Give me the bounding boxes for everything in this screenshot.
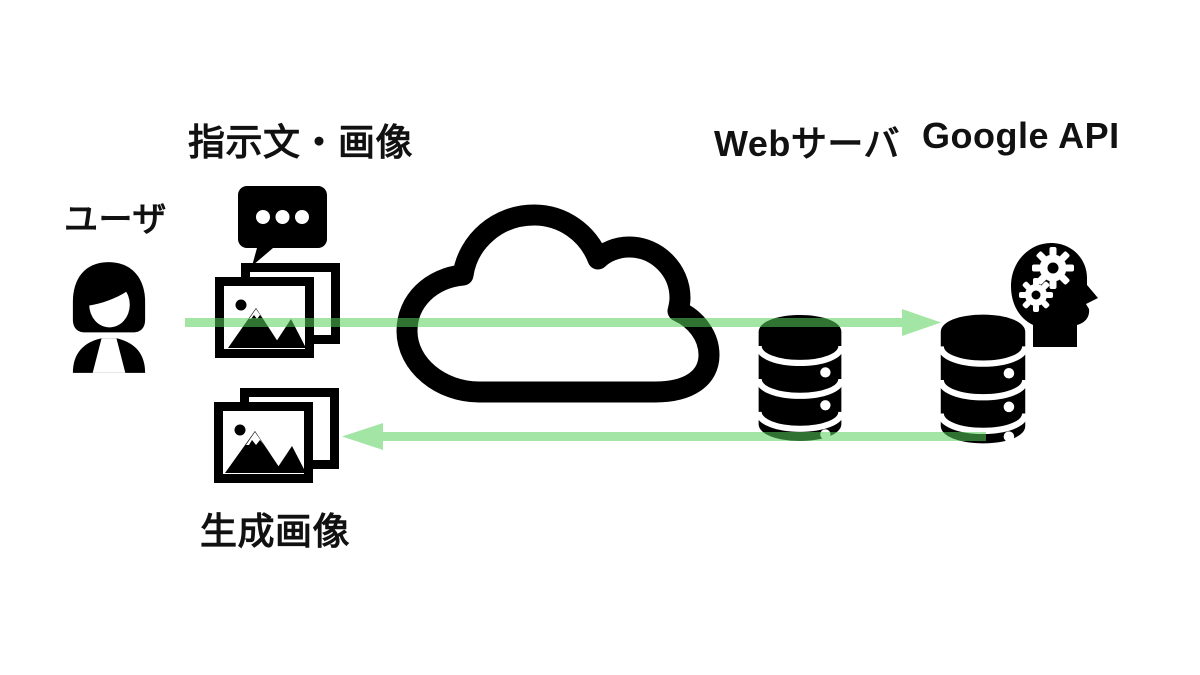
photo-stack-icon-input — [215, 263, 341, 369]
gear-small — [1019, 278, 1053, 312]
label-instruction-images: 指示文・画像 — [188, 122, 413, 163]
label-web-server: Webサーバ — [714, 123, 900, 164]
cloud-icon — [393, 198, 723, 410]
gear-large — [1032, 247, 1074, 289]
user-icon — [62, 260, 156, 374]
database-icon-google — [935, 310, 1031, 448]
label-user: ユーザ — [64, 201, 167, 239]
database-icon-webserver — [753, 310, 847, 446]
speech-bubble-icon — [236, 184, 329, 268]
ai-head-gears-icon — [1005, 240, 1105, 350]
label-google-api: Google API — [922, 115, 1120, 156]
photo-stack-icon-output — [214, 388, 340, 494]
label-generated-images: 生成画像 — [200, 511, 350, 552]
response-arrow — [342, 423, 986, 450]
